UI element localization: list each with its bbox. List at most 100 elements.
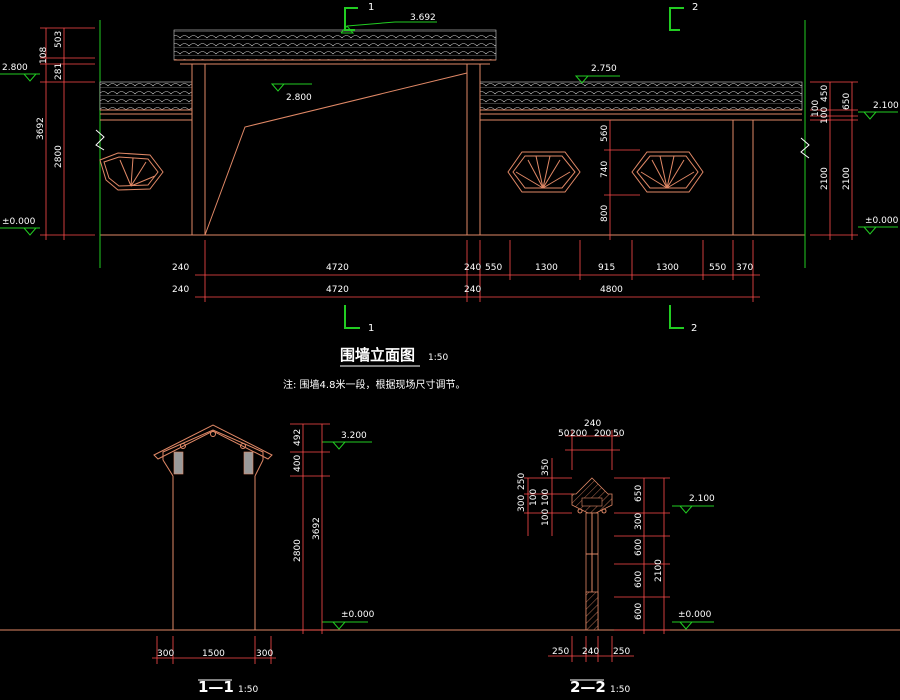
section2-title: 2—2 [570,678,606,696]
svg-text:4720: 4720 [326,285,349,295]
svg-text:240: 240 [172,285,189,295]
gate-leaf [204,72,468,236]
level-right-cap: 2.100 [858,101,899,120]
svg-text:240: 240 [464,285,481,295]
section2-scale: 1:50 [610,685,630,695]
elevation-view: 1 2 1 2 3.692 2.800 2.750 [0,2,899,391]
svg-text:2100: 2100 [820,167,830,190]
svg-text:240: 240 [584,419,601,429]
svg-text:100: 100 [811,100,821,117]
svg-text:100: 100 [529,489,539,506]
svg-text:50: 50 [613,429,625,439]
section-2-view: 240 50 200 200 50 350 300 250 100 100 10… [517,419,715,696]
section1-vertical-dims: 492 400 2800 3692 [290,423,330,634]
level-ground-left: ±0.000 [0,217,40,236]
svg-text:915: 915 [598,263,615,273]
svg-text:2.800: 2.800 [286,93,312,103]
svg-text:2: 2 [691,323,697,334]
svg-text:±0.000: ±0.000 [341,610,375,620]
section-mark-1-bottom: 1 [344,305,374,334]
svg-text:4800: 4800 [600,285,623,295]
left-roof-tiles [99,81,193,111]
svg-text:3692: 3692 [312,517,322,540]
section2-bottom-dims: 250 240 250 [548,636,634,662]
gate-roof-tiles [173,29,497,61]
svg-text:650: 650 [842,93,852,110]
svg-text:4720: 4720 [326,263,349,273]
svg-text:1: 1 [368,323,374,334]
svg-text:100: 100 [541,489,551,506]
section1-scale: 1:50 [238,685,258,695]
svg-text:240: 240 [582,647,599,657]
window-left [99,152,164,191]
svg-text:2.750: 2.750 [591,64,617,74]
level-gate-beam: 2.800 [270,83,312,103]
section1-level-ground: ±0.000 [322,610,375,630]
svg-text:2800: 2800 [293,539,303,562]
section2-top-dims: 240 50 200 200 50 [558,419,625,470]
right-roof-tiles [479,81,803,111]
section1-title: 1—1 [198,678,234,696]
svg-text:108: 108 [39,47,49,64]
svg-text:2.800: 2.800 [2,63,28,73]
wall-pillar [732,119,754,236]
svg-text:800: 800 [600,205,610,222]
svg-text:1300: 1300 [535,263,558,273]
level-left-roof: 2.800 [0,63,40,82]
svg-text:300: 300 [517,495,527,512]
svg-text:1500: 1500 [202,649,225,659]
svg-text:650: 650 [634,485,644,502]
section-mark-2-bottom: 2 [669,305,697,334]
section1-level-top: 3.200 [322,431,372,450]
svg-text:250: 250 [517,473,527,490]
svg-text:200: 200 [570,429,587,439]
svg-text:3.200: 3.200 [341,431,367,441]
section2-cap [571,477,613,514]
svg-text:300: 300 [157,649,174,659]
svg-text:2800: 2800 [54,145,64,168]
bottom-dimensions-row2: 240 4720 240 4800 [172,285,760,298]
svg-text:740: 740 [600,161,610,178]
svg-text:600: 600 [634,603,644,620]
left-dimensions: 503 108 281 2800 3692 [36,27,95,240]
svg-text:350: 350 [541,459,551,476]
svg-text:250: 250 [552,647,569,657]
svg-text:550: 550 [709,263,726,273]
svg-text:2100: 2100 [654,559,664,582]
svg-text:550: 550 [485,263,502,273]
right-dimensions: 450 100 100 2100 650 2100 [810,81,858,240]
svg-text:600: 600 [634,539,644,556]
elevation-title: 围墙立面图 [340,346,415,364]
svg-text:370: 370 [736,263,753,273]
svg-text:200: 200 [594,429,611,439]
svg-text:250: 250 [613,647,630,657]
svg-text:2: 2 [692,2,698,13]
level-ground-right: ±0.000 [858,216,899,235]
svg-text:50: 50 [558,429,570,439]
svg-text:1300: 1300 [656,263,679,273]
svg-text:3692: 3692 [36,117,46,140]
svg-text:492: 492 [293,429,303,446]
section1-roof [153,424,273,460]
svg-text:2.100: 2.100 [689,494,715,504]
elevation-scale: 1:50 [428,353,448,363]
section2-left-dims: 350 300 250 100 100 100 [517,458,572,536]
section-1-view: 3.200 ±0.000 492 400 2800 3692 [0,423,900,696]
elevation-note: 注: 围墙4.8米一段，根据现场尺寸调节。 [283,378,465,391]
svg-text:2.100: 2.100 [873,101,899,111]
gate-post-left [191,63,206,236]
svg-text:3.692: 3.692 [410,13,436,23]
svg-text:560: 560 [600,125,610,142]
level-ridge: 3.692 [340,13,437,34]
svg-text:281: 281 [54,63,64,80]
svg-text:±0.000: ±0.000 [678,610,712,620]
level-right-roof: 2.750 [574,64,620,84]
svg-text:2100: 2100 [842,167,852,190]
svg-text:300: 300 [634,513,644,530]
svg-text:300: 300 [256,649,273,659]
svg-text:240: 240 [172,263,189,273]
window-right [631,151,704,193]
section2-level-ground: ±0.000 [672,610,714,630]
svg-text:450: 450 [820,85,830,102]
